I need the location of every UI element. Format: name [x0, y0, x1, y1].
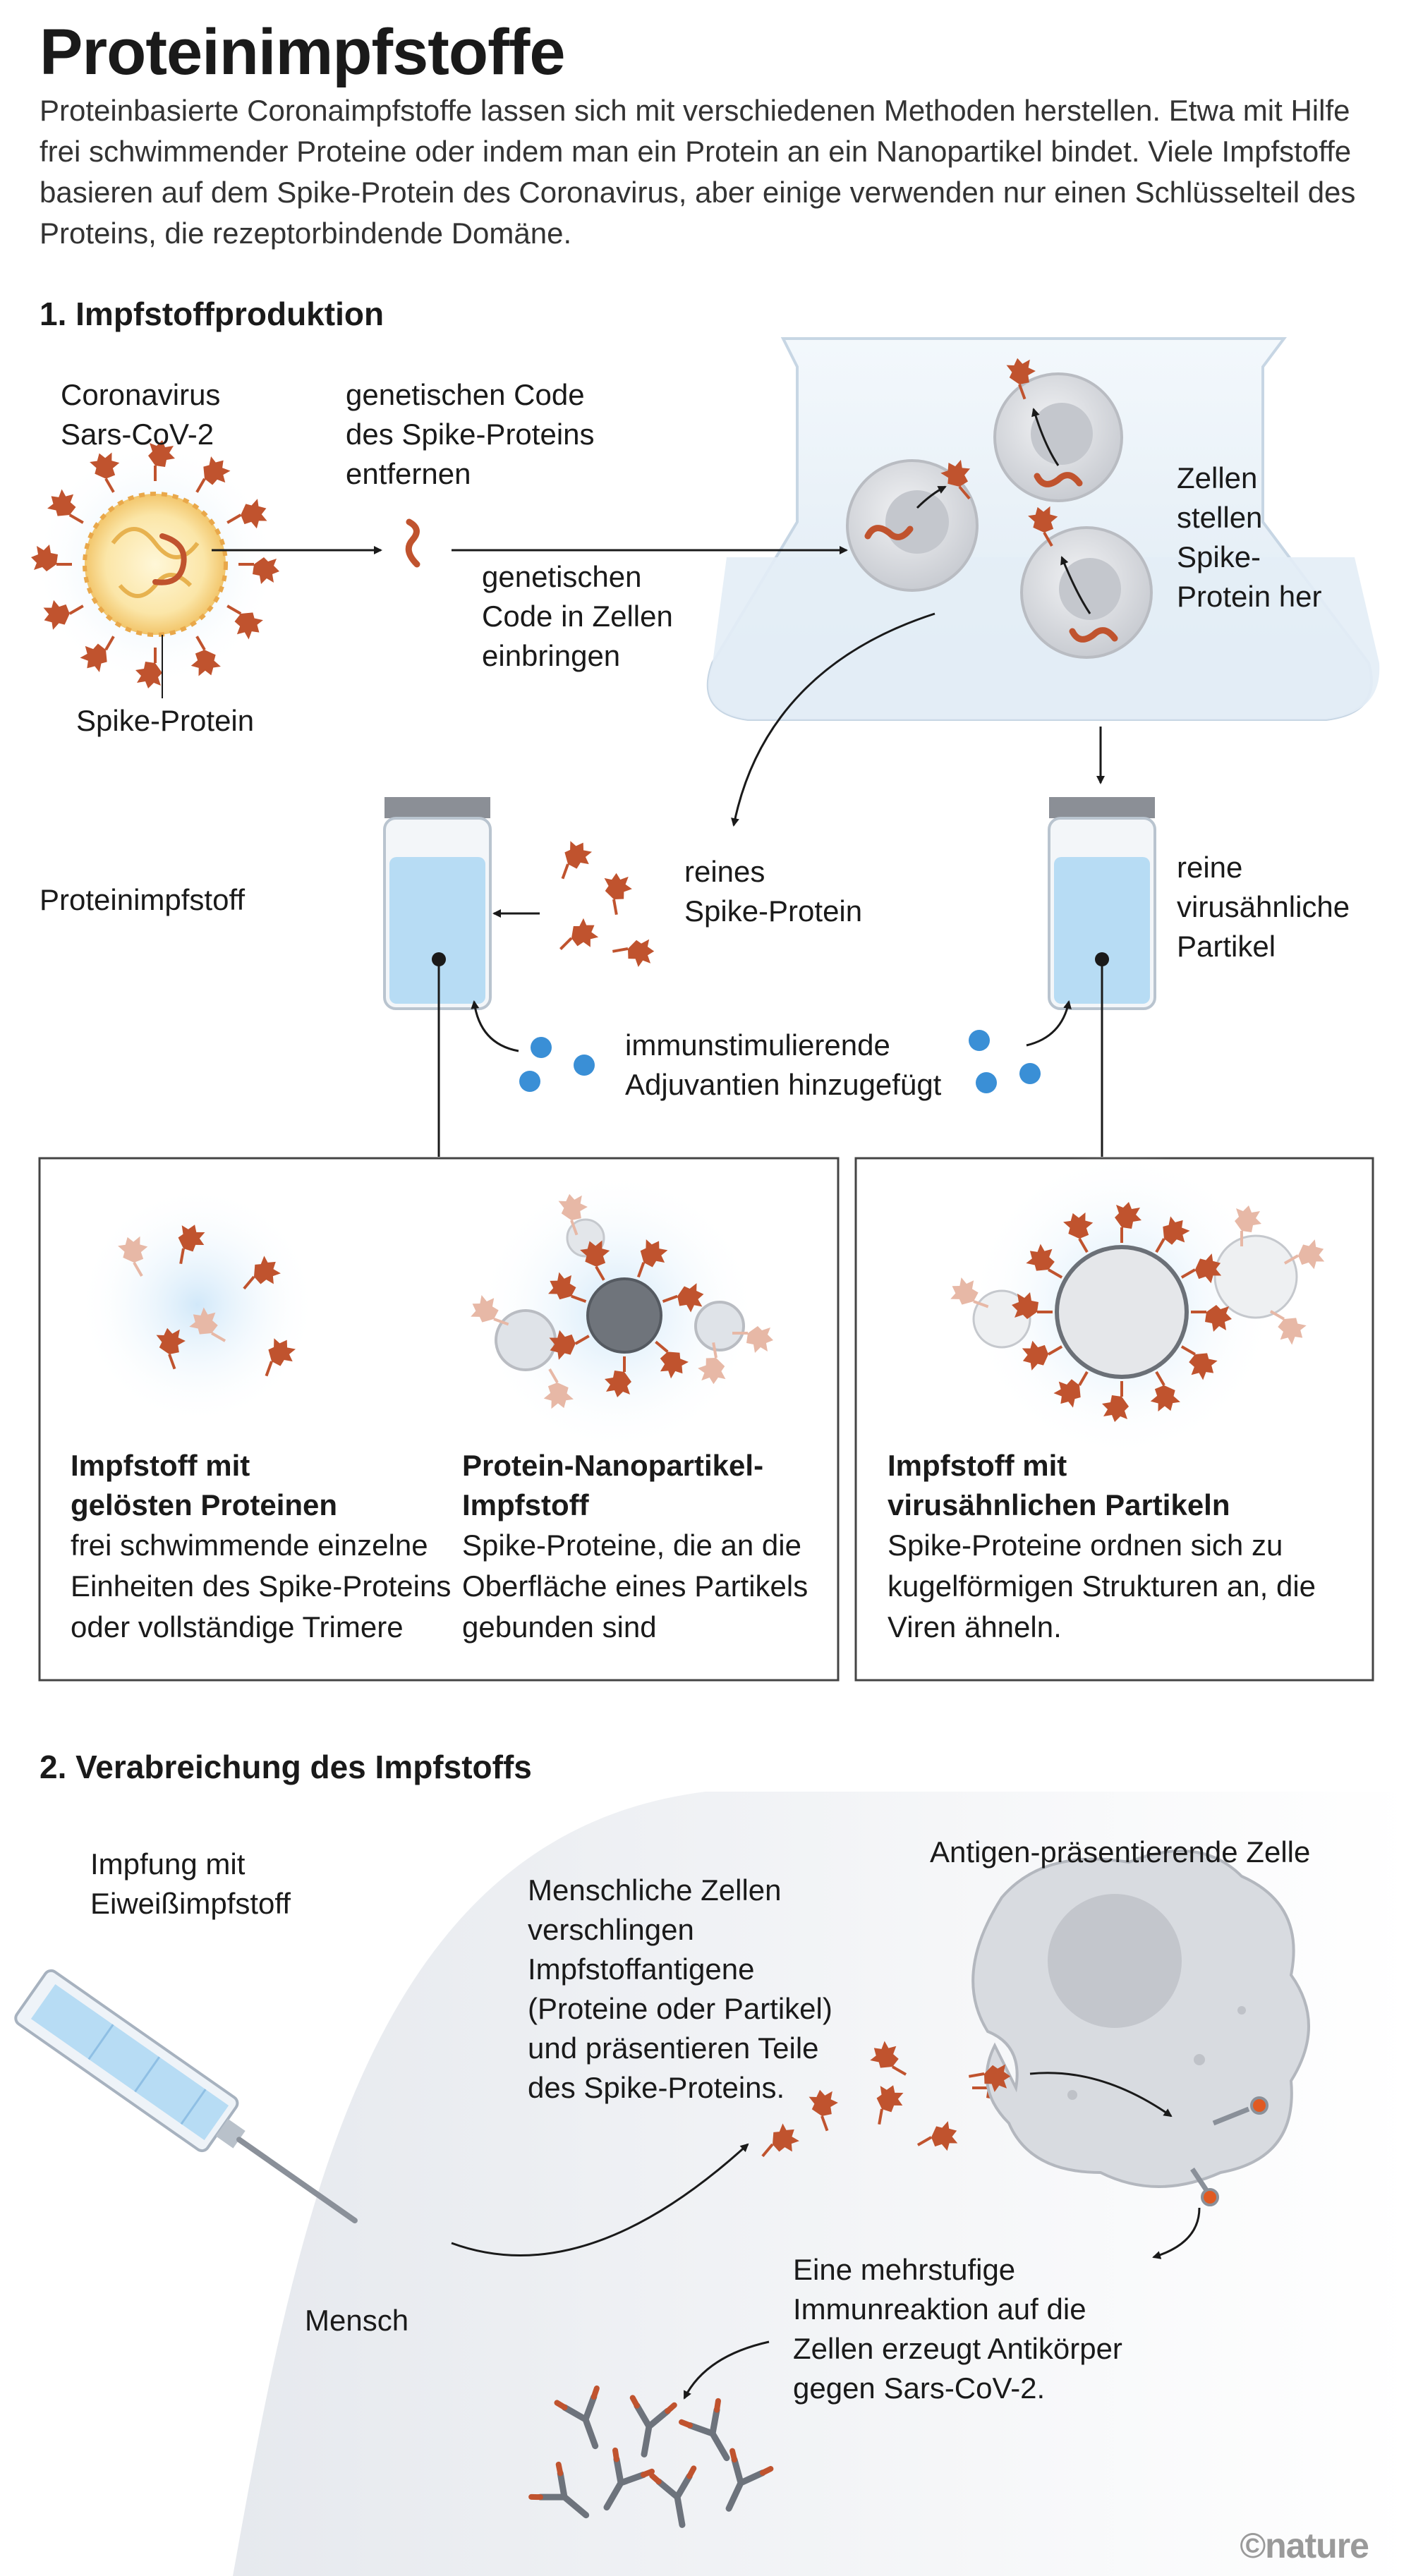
- arrow-adjuvant-right: [1026, 1000, 1072, 1047]
- arrow-adjuvant-left: [471, 1000, 519, 1052]
- virus-like-particle-illustration: [947, 1150, 1331, 1460]
- syringe-illustration: [14, 1969, 358, 2224]
- page-title: Proteinimpfstoffe: [40, 16, 566, 88]
- vial-right: [1048, 797, 1156, 1157]
- nature-credit: ©nature: [1240, 2526, 1369, 2565]
- antigen-presenting-cell: [967, 1849, 1310, 2206]
- protein-vaccine-label: Proteinimpfstoff: [40, 883, 246, 916]
- producing-cell-2: [993, 353, 1123, 502]
- vaccination-label: Impfung mit Eiweißimpfstoff: [90, 1847, 291, 1920]
- pure-spike-proteins: [555, 837, 657, 971]
- spike-protein-label: Spike-Protein: [76, 704, 255, 737]
- engulf-label: Menschliche Zellen verschlingen Impfstof…: [528, 1873, 832, 2104]
- section2-heading: 2. Verabreichung des Impfstoffs: [40, 1749, 532, 1785]
- box-dissolved-proteins: Impfstoff mit gelösten Proteinen frei sc…: [71, 1449, 452, 1644]
- arrow-immune: [1152, 2207, 1201, 2259]
- pure-spike-label: reines Spike-Protein: [684, 855, 863, 928]
- immune-response-label: Eine mehrstufige Immunreaktion auf die Z…: [793, 2253, 1122, 2405]
- adjuvant-spheres: [519, 1030, 1041, 1093]
- virus-label: Coronavirus Sars-CoV-2: [61, 378, 221, 451]
- producing-cell-1: [846, 454, 985, 592]
- arrow-injection: [451, 2143, 749, 2256]
- cells-label: Zellen stellen Spike- Protein her: [1177, 461, 1322, 613]
- human-label: Mensch: [305, 2304, 409, 2337]
- coronavirus-illustration: [31, 440, 279, 698]
- apc-label: Antigen-präsentierende Zelle: [930, 1835, 1311, 1869]
- genetic-code-strand: [405, 518, 420, 568]
- vial-left: [383, 797, 492, 1157]
- producing-cell-3: [1020, 500, 1153, 659]
- box-virus-like-particles: Impfstoff mit virusähnlichen Partikeln S…: [888, 1449, 1316, 1644]
- intro-text: Proteinbasierte Coronaimpfstoffe lassen …: [40, 94, 1356, 250]
- nanoparticle-illustration: [467, 1171, 773, 1453]
- box-nanoparticle: Protein-Nanopartikel- Impfstoff Spike-Pr…: [462, 1449, 809, 1644]
- insert-code-label: genetischen Code in Zellen einbringen: [482, 560, 673, 672]
- arrow-antibodies: [683, 2340, 770, 2400]
- remove-code-label: genetischen Code des Spike-Proteins entf…: [346, 378, 595, 490]
- adjuvant-label: immunstimulierende Adjuvantien hinzugefü…: [625, 1028, 942, 1101]
- arrow-to-spike: [731, 612, 935, 827]
- section1-heading: 1. Impfstoffproduktion: [40, 296, 384, 332]
- dissolved-proteins-illustration: [78, 1185, 317, 1425]
- pure-vlp-label: reine virusähnliche Partikel: [1177, 851, 1350, 963]
